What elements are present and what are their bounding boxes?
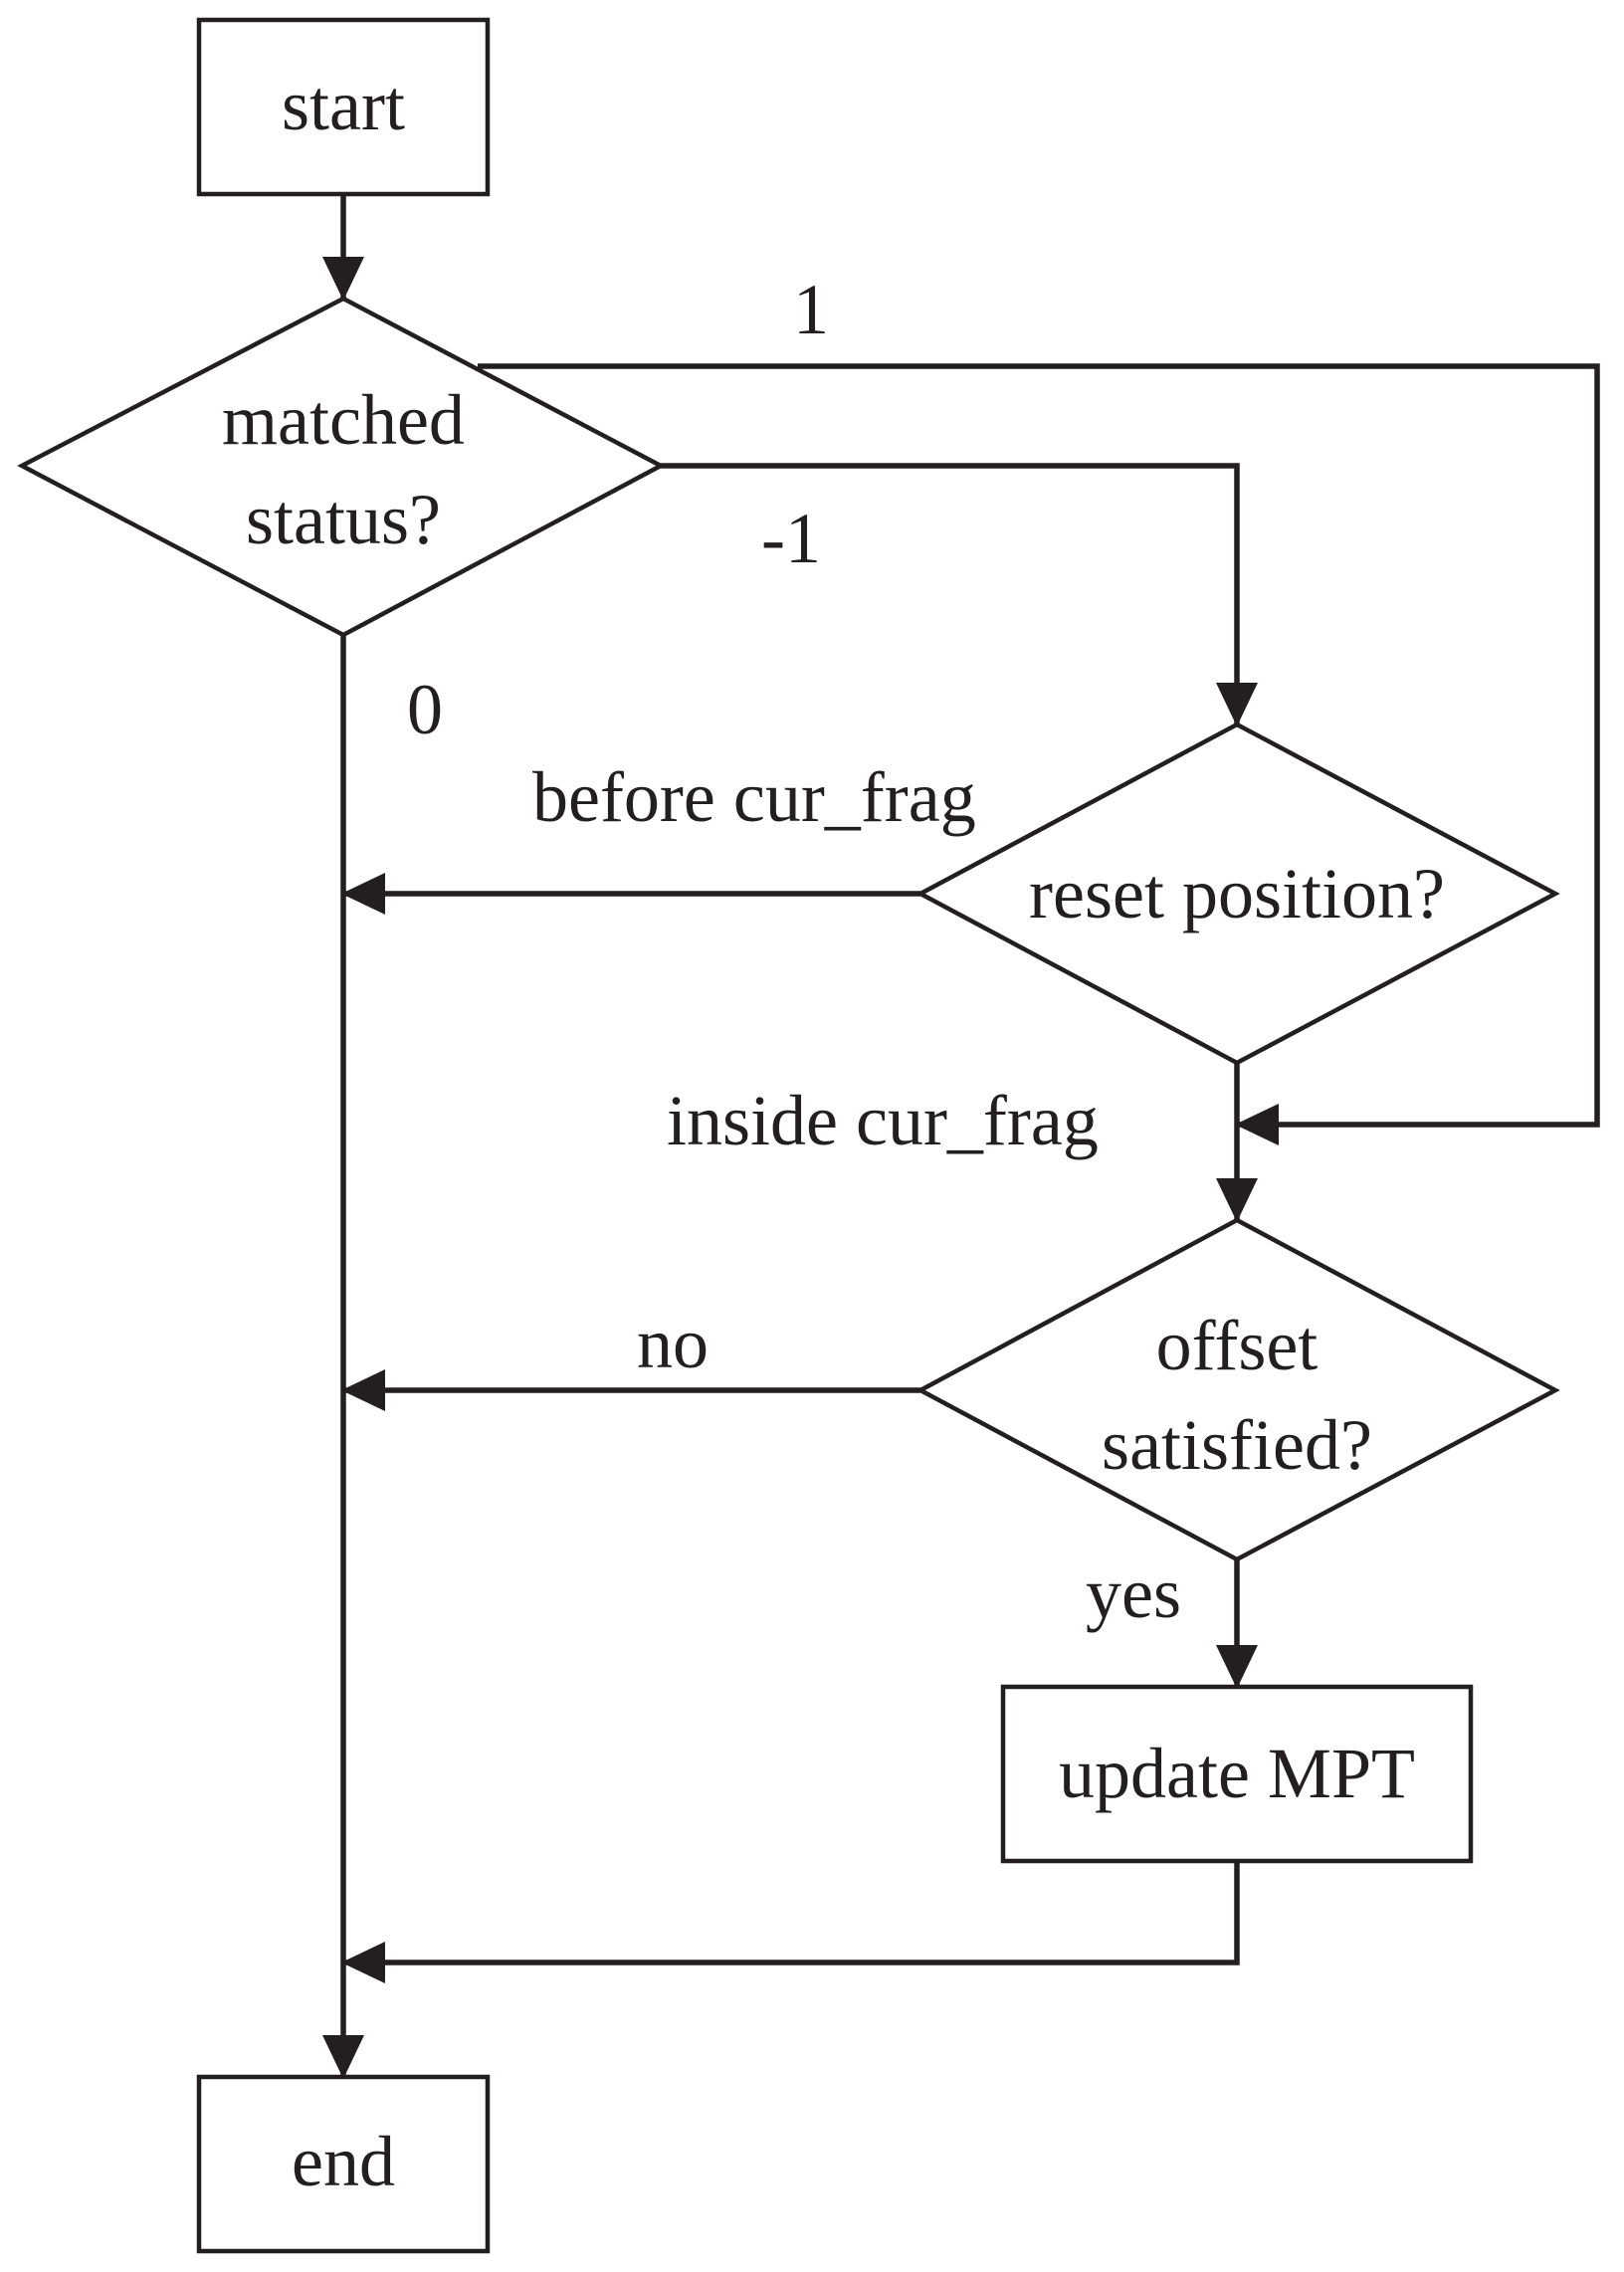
edge-label-yes: yes <box>1086 1553 1181 1633</box>
end-label: end <box>292 2122 395 2201</box>
start-box <box>196 17 491 197</box>
update-mpt-label: update MPT <box>1059 1734 1415 1813</box>
offset-satisfied-label-line2: satisfied? <box>1102 1405 1372 1485</box>
edge-update-to-main <box>341 1861 1240 1983</box>
offset-satisfied-label: offset <box>1156 1306 1319 1385</box>
end-box <box>196 2074 491 2254</box>
matched-status-label: matched <box>222 380 465 460</box>
reset-position-label: reset position? <box>1029 854 1445 933</box>
edge-label-0: 0 <box>407 670 443 749</box>
edge-label-no: no <box>637 1304 709 1383</box>
start-label: start <box>282 66 405 145</box>
update-mpt-box <box>1000 1684 1474 1864</box>
edge-matched-minus1-to-reset <box>661 463 1258 726</box>
edge-label-1: 1 <box>793 270 829 349</box>
edge-label-minus1: -1 <box>761 499 821 578</box>
edge-label-before-cur-frag: before cur_frag <box>532 757 976 837</box>
matched-status-label-line2: status? <box>246 480 441 559</box>
edge-matched-1-to-inside <box>478 363 1600 1145</box>
edge-label-inside-cur-frag: inside cur_frag <box>667 1081 1099 1160</box>
matched-status-decision <box>17 296 666 638</box>
offset-satisfied-decision <box>915 1217 1560 1562</box>
reset-position-decision <box>915 722 1560 1066</box>
